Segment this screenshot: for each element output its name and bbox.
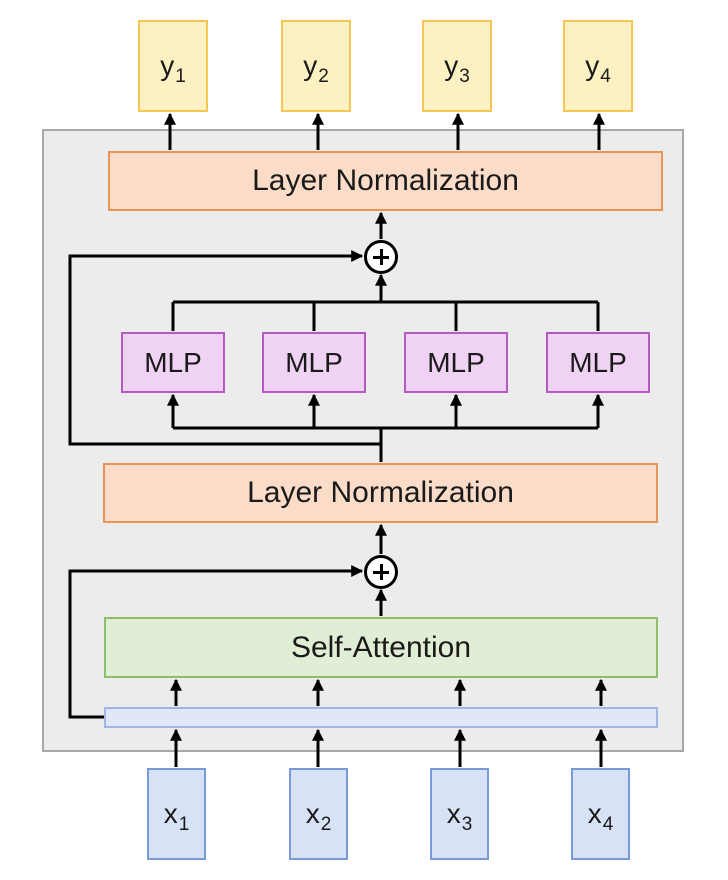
- output-token-base: y: [303, 50, 318, 81]
- input-token-subscript: 4: [602, 814, 614, 835]
- mlp-4-label: MLP: [569, 346, 627, 378]
- input-token-base: x: [305, 798, 320, 829]
- layer-norm-top: Layer Normalization: [108, 151, 663, 211]
- mlp-3: MLP: [404, 332, 508, 393]
- add-node-mlp: [364, 240, 398, 274]
- mlp-3-label: MLP: [427, 346, 485, 378]
- input-token-subscript: 1: [178, 814, 190, 835]
- output-token-subscript: 2: [318, 66, 329, 87]
- mlp-2: MLP: [262, 332, 366, 393]
- output-token-subscript: 1: [175, 66, 186, 87]
- layer-norm-top-label: Layer Normalization: [252, 164, 519, 197]
- add-node-attention: [364, 555, 398, 589]
- output-token-subscript: 3: [459, 66, 470, 87]
- input-token-base: x: [163, 798, 178, 829]
- mlp-1: MLP: [121, 332, 225, 393]
- input-token-base: x: [446, 798, 461, 829]
- mlp-4: MLP: [546, 332, 650, 393]
- self-attention-label: Self-Attention: [290, 630, 472, 664]
- layer-norm-bottom: Layer Normalization: [103, 463, 658, 523]
- output-token-subscript: 4: [600, 66, 611, 87]
- self-attention: Self-Attention: [104, 617, 658, 678]
- input-token-subscript: 2: [320, 814, 332, 835]
- input-token-base: x: [587, 798, 602, 829]
- output-token-base: y: [444, 50, 459, 81]
- output-token-base: y: [585, 50, 600, 81]
- input-token-subscript: 3: [461, 814, 473, 835]
- output-token-base: y: [160, 50, 175, 81]
- layer-norm-bottom-label: Layer Normalization: [247, 476, 514, 509]
- mlp-2-label: MLP: [285, 346, 343, 378]
- mlp-1-label: MLP: [144, 346, 202, 378]
- input-embedding-bar: [104, 707, 658, 728]
